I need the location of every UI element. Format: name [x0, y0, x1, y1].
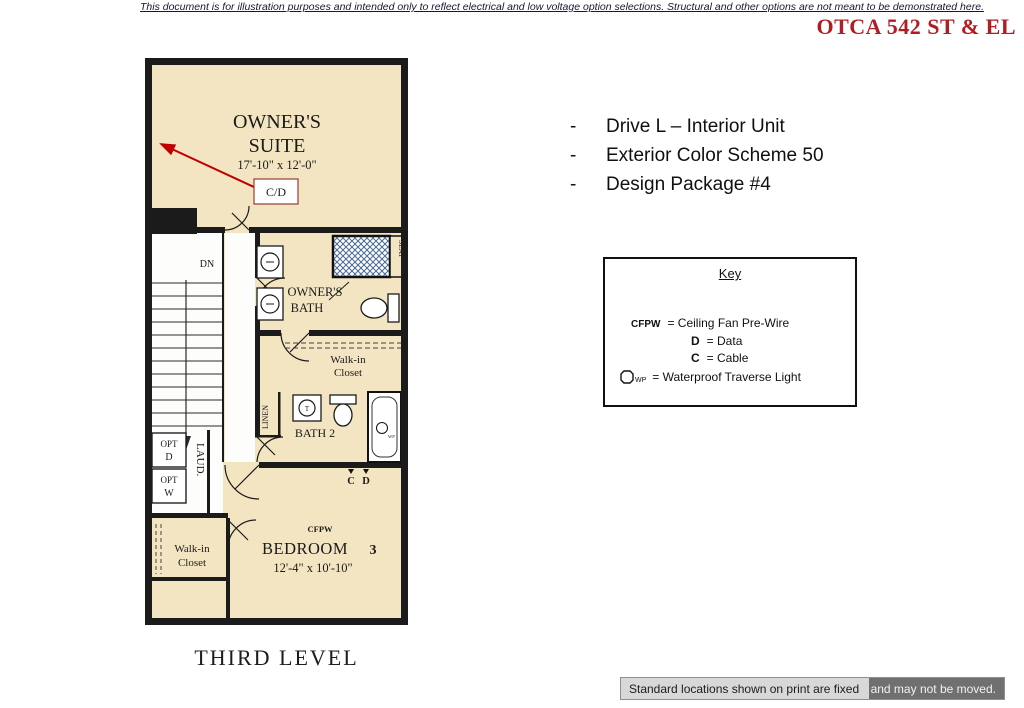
owners-bath-toilet — [360, 293, 400, 323]
stairs — [151, 280, 222, 450]
key-symbol: C — [691, 351, 700, 365]
cd-callout: C/D — [159, 143, 299, 205]
floor-plan: DN OWNER'S SUITE 17'-10" x 12'-0" C/D SE… — [145, 58, 408, 625]
key-symbol: CFPW — [631, 319, 661, 330]
owners-bath-label-1: OWNER'S — [287, 285, 342, 299]
closet-lower-label-1: Walk-in — [174, 543, 210, 555]
bullet-dash: - — [570, 174, 577, 195]
spec-list: - Drive L – Interior Unit - Exterior Col… — [570, 112, 824, 199]
bath2-toilet — [329, 394, 357, 427]
owners-suite-dims: 17'-10" x 12'-0" — [237, 158, 316, 172]
spec-item-unit: - Drive L – Interior Unit — [570, 112, 824, 141]
hallway-floor — [225, 233, 255, 462]
spec-item-label: Design Package #4 — [606, 174, 771, 195]
tub: WP — [367, 391, 402, 463]
owners-suite-label-2: SUITE — [249, 135, 306, 157]
key-symbol: D — [691, 333, 700, 348]
footer-note-text-watermarked: and may not be moved. — [868, 678, 1004, 699]
key-entry-waterproof-light: WP = Waterproof Traverse Light — [605, 369, 855, 387]
opt-w-label-2: W — [164, 488, 174, 499]
bedroom-label: BEDROOM — [262, 539, 348, 558]
owners-bath-vanity — [256, 245, 284, 321]
wp-light-icon — [376, 422, 388, 434]
footer-note-text: Standard locations shown on print are fi… — [621, 678, 869, 699]
key-text: = Waterproof Traverse Light — [652, 370, 801, 385]
level-caption: THIRD LEVEL — [194, 645, 359, 670]
spec-item-design-package: - Design Package #4 — [570, 170, 824, 199]
key-symbol: WP — [635, 377, 647, 384]
exterior-wall — [145, 58, 408, 625]
stairs-dn-label: DN — [200, 259, 214, 270]
cd-tag-label: C/D — [266, 185, 286, 199]
closet-upper-label-2: Closet — [334, 367, 362, 379]
cable-data-outlets: C D — [347, 469, 370, 487]
outlet-c-label: C — [347, 476, 355, 487]
walkin-closet-upper: Walk-in Closet — [285, 342, 401, 379]
disclaimer-text: This document is for illustration purpos… — [140, 1, 984, 13]
owners-bath-label-2: BATH — [291, 301, 324, 315]
bath-leader-line — [328, 281, 350, 301]
bullet-dash: - — [570, 116, 577, 137]
outlet-d-label: D — [362, 476, 370, 487]
laundry-label: LAUD. — [194, 443, 206, 477]
wp-light-label: WP — [388, 434, 395, 439]
linen-label: LINEN — [261, 405, 270, 429]
key-entry-data: D = Data — [605, 334, 855, 352]
key-text: = Data — [706, 333, 743, 348]
bedroom-number: 3 — [370, 543, 377, 558]
key-entry-cfpw: CFPW = Ceiling Fan Pre-Wire — [605, 316, 855, 334]
closet-lower-label-2: Closet — [178, 557, 206, 569]
shower: SEAT — [331, 234, 406, 279]
walkin-closet-lower: Walk-in Closet — [155, 524, 210, 574]
bath2-t-label: T — [305, 405, 310, 413]
spec-item-label: Exterior Color Scheme 50 — [606, 145, 824, 166]
plan-code-title: OTCA 542 ST & EL — [816, 14, 1016, 39]
spec-item-color-scheme: - Exterior Color Scheme 50 — [570, 141, 824, 170]
opt-d-label-1: OPT — [160, 439, 178, 449]
bedroom-dims: 12'-4" x 10'-10" — [273, 561, 352, 575]
key-title: Key — [718, 266, 742, 281]
bath2-sink — [292, 394, 322, 422]
red-arrow — [159, 143, 257, 189]
wp-octagon-icon — [620, 370, 634, 384]
closet-upper-label-1: Walk-in — [330, 354, 366, 366]
owners-suite-label-1: OWNER'S — [233, 111, 321, 133]
key-entry-cable: C = Cable — [605, 351, 855, 369]
bedroom-cfpw-label: CFPW — [307, 524, 333, 534]
key-box: Key CFPW = Ceiling Fan Pre-Wire D = Data… — [603, 257, 857, 407]
footer-note: Standard locations shown on print are fi… — [620, 677, 1005, 700]
bath2-label: BATH 2 — [295, 426, 335, 440]
key-text: = Ceiling Fan Pre-Wire — [667, 316, 790, 330]
spec-item-label: Drive L – Interior Unit — [606, 116, 785, 137]
bullet-dash: - — [570, 145, 577, 166]
laundry: OPT D OPT W LAUD. — [151, 432, 206, 504]
key-text: = Cable — [706, 351, 749, 365]
opt-d-label-2: D — [165, 452, 172, 463]
key-rows: CFPW = Ceiling Fan Pre-Wire D = Data C =… — [605, 316, 855, 386]
opt-w-label-1: OPT — [160, 475, 178, 485]
